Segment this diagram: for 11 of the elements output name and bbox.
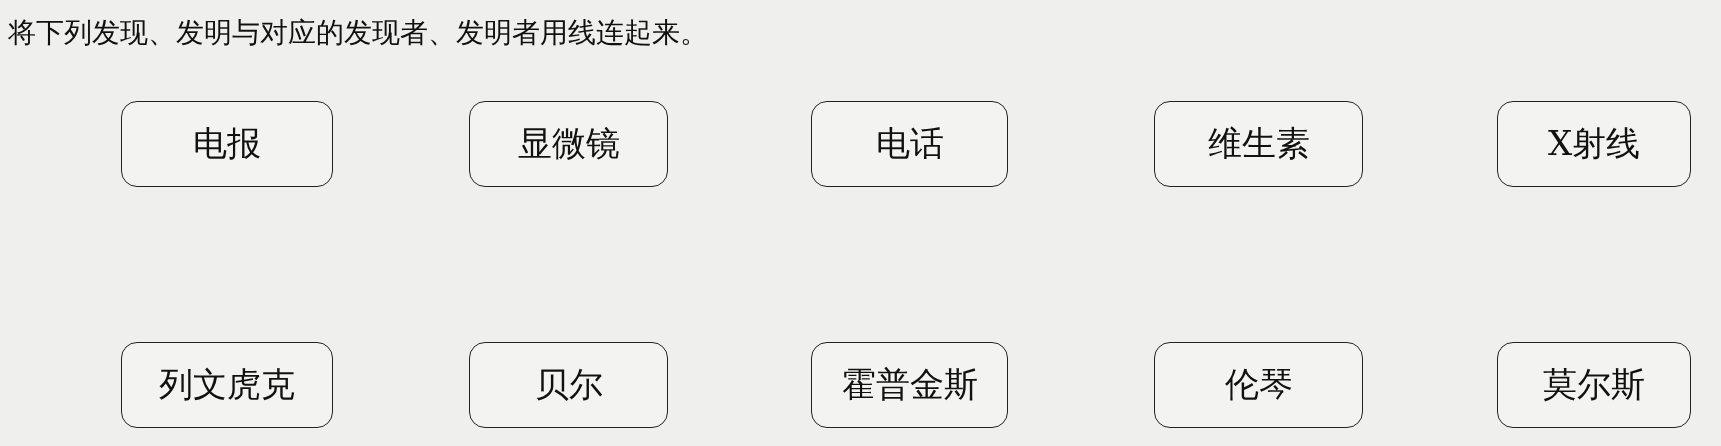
title: 将下列发现、发明与对应的发现者、发明者用线连起来。 [8,15,708,51]
answer-box: 列文虎克 [121,342,333,428]
answer-box: X射线 [1497,101,1691,187]
answer-box: 贝尔 [469,342,668,428]
answer-box: 霍普金斯 [811,342,1008,428]
answer-box: 伦琴 [1154,342,1363,428]
answer-box: 维生素 [1154,101,1363,187]
answer-box: 电话 [811,101,1008,187]
answer-box: 莫尔斯 [1497,342,1691,428]
answer-box: 电报 [121,101,333,187]
answer-box: 显微镜 [469,101,668,187]
